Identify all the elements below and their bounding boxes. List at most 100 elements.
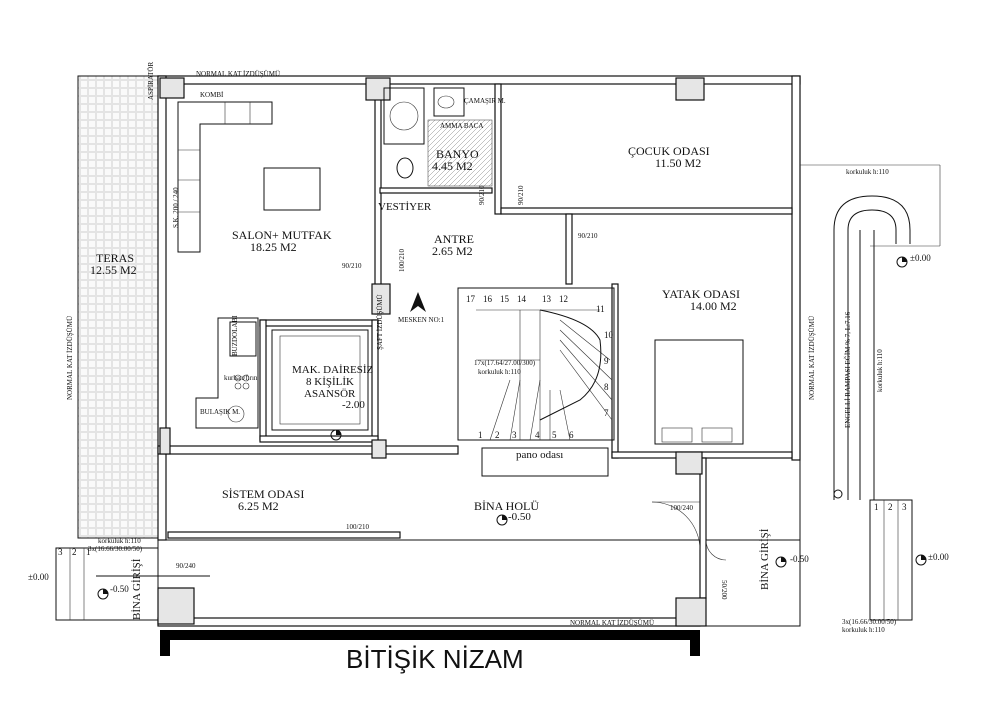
banyo-area: 4.45 M2: [432, 159, 473, 173]
stair-number: 9: [604, 356, 609, 366]
stair-number: 17: [466, 294, 476, 304]
stair-number: 3: [58, 547, 63, 557]
sk-label: S.K. 200 / 240: [172, 187, 180, 228]
stair-numbers-bottom: 1 2 3 4 5 6: [478, 430, 574, 440]
stair-number: 14: [517, 294, 527, 304]
level-left-000: ±0.00: [28, 572, 49, 582]
stair-number: 4: [535, 430, 540, 440]
cocuk-name: ÇOCUK ODASI: [628, 144, 710, 158]
stair-spec: 17x(17.64/27.00/300): [474, 359, 536, 367]
teras-area: 12.55 M2: [90, 263, 137, 277]
stair-numbers-right: 11 10 9 8 7: [596, 304, 614, 418]
door-90-210-d: 90/210: [578, 232, 598, 240]
door-100-210-a: 100/210: [398, 249, 406, 272]
stair-number: 7: [604, 408, 609, 418]
firin-label: kurhan/fırın: [224, 374, 258, 382]
bed-furniture: [654, 339, 744, 445]
right-steps-spec: 3x(16.66/30.00/50): [842, 618, 897, 626]
bulasik-label: BULAŞIK M.: [200, 408, 240, 416]
korkuluk-left: korkuluk h:110: [98, 537, 141, 545]
bina-girisi-right: BİNA GİRİŞİ: [759, 528, 771, 590]
left-steps-spec: 3x(16.66/30.00/50): [88, 545, 143, 553]
north-arrow-icon: [410, 292, 426, 312]
stair-number: 1: [86, 547, 91, 557]
mesken-label: MESKEN NO:1: [398, 316, 445, 324]
pano-label: pano odası: [516, 449, 563, 461]
bina-holu-level: -0.50: [508, 511, 531, 523]
elevator-line1: MAK. DAİRESİZ: [292, 364, 374, 376]
stair-number: 13: [542, 294, 552, 304]
kombi-label: KOMBİ: [200, 91, 224, 99]
staircase: [457, 287, 615, 477]
stair-number: 1: [478, 430, 483, 440]
aspirator-label: ASPİRATÖR: [147, 62, 155, 100]
stair-number: 8: [604, 382, 609, 392]
terrace-area: [77, 75, 159, 539]
door-90-210-c: 90/210: [517, 185, 525, 205]
elevator-line3: ASANSÖR: [304, 388, 356, 400]
buzdolabi-label: BUZDOLABI: [231, 315, 239, 356]
camasir-label: ÇAMAŞIR M.: [464, 97, 506, 105]
korkuluk-right: korkuluk h:110: [846, 168, 889, 176]
door-90-210-b: 90/210: [478, 185, 486, 205]
stair-number: 5: [552, 430, 557, 440]
amma-baca-label: AMMA BACA: [440, 122, 483, 130]
rampa-label: ENGELLİ RAMPASI EĞİM % 7, L:7.16: [844, 311, 852, 428]
banyo-name: BANYO: [436, 147, 479, 161]
yatak-area: 14.00 M2: [690, 299, 737, 313]
normal-kat-right: NORMAL KAT İZDÜŞÜMÜ: [808, 316, 816, 400]
level-right-050: -0.50: [790, 554, 809, 564]
level-marker-icon: [97, 256, 927, 600]
antre-area: 2.65 M2: [432, 244, 473, 258]
adjacent-wall-line: [160, 630, 700, 640]
level-right-000: ±0.00: [928, 552, 949, 562]
walls: [157, 75, 801, 627]
bina-holu-name: BİNA HOLÜ: [474, 499, 539, 513]
stair-number: 6: [569, 430, 574, 440]
salon-area: 18.25 M2: [250, 240, 297, 254]
normal-kat-bottom: NORMAL KAT İZDÜŞÜMÜ: [570, 619, 654, 627]
kitchen-counter: [195, 317, 259, 429]
yatak-name: YATAK ODASI: [662, 287, 740, 301]
sistem-area: 6.25 M2: [238, 499, 279, 513]
antre-name: ANTRE: [434, 232, 474, 246]
stair-number: 11: [596, 304, 605, 314]
door-90-240: 90/240: [176, 562, 196, 570]
accessible-ramp: [800, 164, 941, 621]
normal-kat-top: NORMAL KAT İZDÜŞÜMÜ: [196, 70, 280, 78]
stair-number: 16: [483, 294, 493, 304]
saft-label: ŞAFT İZDÜŞÜMÜ: [376, 294, 384, 350]
door-100-210-b: 100/210: [346, 523, 369, 531]
level-ramp-000: ±0.00: [910, 253, 931, 263]
stair-number: 3: [902, 502, 907, 512]
stair-korkuluk: korkuluk h:110: [478, 368, 521, 376]
door-100-240: 100/240: [670, 504, 693, 512]
vestiyer-label: VESTİYER: [378, 201, 432, 213]
drawing-title: BİTİŞİK NİZAM: [346, 644, 524, 674]
salon-name: SALON+ MUTFAK: [232, 228, 332, 242]
normal-kat-left: NORMAL KAT İZDÜŞÜMÜ: [66, 316, 74, 400]
elevator-level: -2.00: [342, 399, 365, 411]
stair-number: 3: [512, 430, 517, 440]
stair-number: 1: [874, 502, 879, 512]
stair-number: 2: [495, 430, 500, 440]
teras-name: TERAS: [96, 251, 134, 265]
door-50-200: 50/200: [720, 580, 728, 600]
stair-number: 15: [500, 294, 510, 304]
korkuluk-right2: korkuluk h:110: [876, 349, 884, 392]
sofa-furniture: [177, 101, 321, 253]
stair-number: 2: [888, 502, 893, 512]
korkuluk-bottom: korkuluk h:110: [842, 626, 885, 634]
stair-number: 12: [559, 294, 568, 304]
left-entry-steps: [55, 547, 210, 621]
cocuk-area: 11.50 M2: [655, 156, 701, 170]
level-left-050: -0.50: [110, 584, 129, 594]
elevator-shaft: [271, 329, 369, 431]
stair-number: 10: [604, 330, 614, 340]
door-90-210-a: 90/210: [342, 262, 362, 270]
elevator-line2: 8 KİŞİLİK: [306, 376, 354, 388]
bathroom-fixtures: [383, 87, 493, 187]
